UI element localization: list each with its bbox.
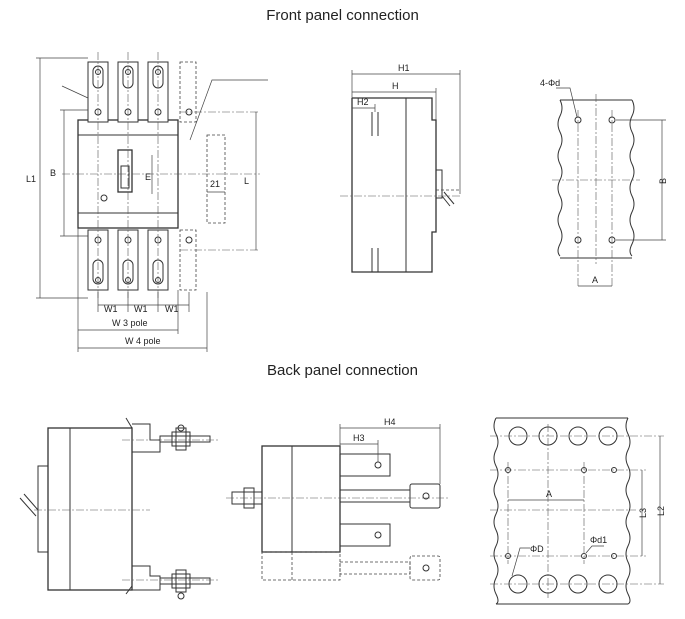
dim-W1-label-1: W1 — [104, 304, 118, 314]
dim-H1-label: H1 — [398, 63, 410, 73]
back-side-view-breaker — [19, 417, 218, 600]
dim-phid1-label: Φd1 — [590, 535, 607, 545]
side-view-breaker — [340, 97, 462, 273]
dim-L1-label: L1 — [26, 174, 36, 184]
front-view-breaker — [62, 52, 260, 300]
dim-B-label-holes: B — [658, 178, 668, 184]
dim-W4pole-label: W 4 pole — [125, 336, 161, 346]
mounting-hole-plate — [552, 94, 640, 288]
dim-H2-label: H2 — [357, 97, 369, 107]
dim-L2-label: L2 — [656, 506, 666, 516]
dim-L3-label: L3 — [638, 508, 648, 518]
dim-21-label: 21 — [210, 179, 220, 189]
dim-H-label: H — [392, 81, 399, 91]
dim-L-label: L — [244, 176, 249, 186]
dim-W1-label-3: W1 — [165, 304, 179, 314]
dim-W3pole-label: W 3 pole — [112, 318, 148, 328]
dim-A-label-back: A — [546, 489, 552, 499]
dim-B-label: B — [50, 168, 56, 178]
dim-phiD-label: ΦD — [530, 544, 544, 554]
dim-E-label: E — [145, 172, 151, 182]
back-middle-view-breaker — [226, 445, 450, 581]
back-mounting-dimensions — [508, 436, 661, 584]
side-view-dimensions — [351, 70, 461, 194]
dim-A-label-holes: A — [592, 275, 598, 285]
dim-phid-label: 4-Φd — [540, 78, 560, 88]
dim-H4-label: H4 — [384, 417, 396, 427]
back-mounting-plate — [490, 417, 664, 605]
back-panel-heading: Back panel connection — [267, 362, 418, 379]
mounting-hole-dimensions — [556, 87, 666, 287]
dim-W1-label-2: W1 — [134, 304, 148, 314]
front-view-dimensions — [36, 57, 268, 352]
back-middle-dimensions — [339, 424, 441, 484]
front-panel-heading: Front panel connection — [266, 7, 419, 24]
dim-H3-label: H3 — [353, 433, 365, 443]
